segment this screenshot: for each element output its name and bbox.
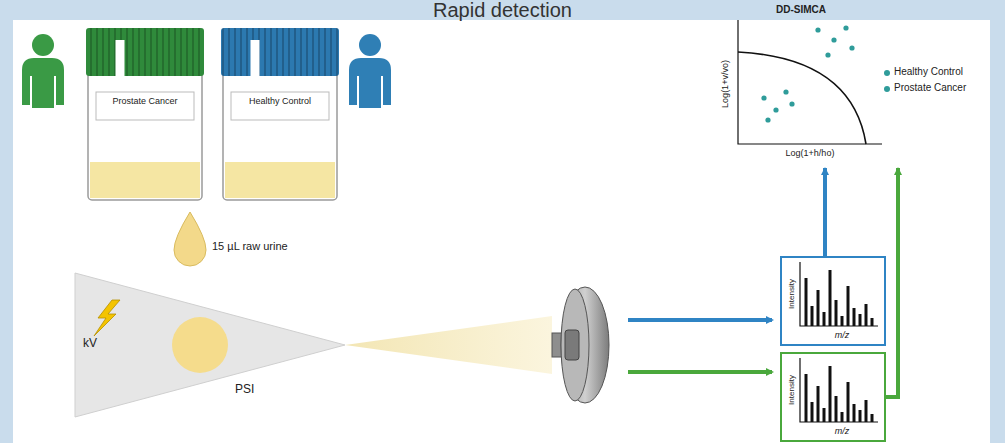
- drawing-part: [859, 314, 862, 326]
- drawing-part: [88, 72, 202, 200]
- drawing-part: [817, 386, 820, 422]
- node-text: kV: [83, 337, 97, 351]
- legend-swatch: [884, 86, 890, 92]
- drawing-part: [96, 92, 194, 120]
- drawing-part: [841, 316, 844, 326]
- drawing-part: [561, 287, 609, 403]
- drawing-part: [90, 162, 200, 198]
- drawing-part: [22, 58, 64, 108]
- drawing-part: [359, 34, 381, 56]
- drawing-part: [805, 278, 808, 326]
- result-arrow: [886, 168, 898, 397]
- drawing-part: [805, 374, 808, 422]
- patient-figure: [22, 34, 64, 108]
- drawing-part: [761, 95, 766, 100]
- node-text: Intensity: [787, 279, 796, 309]
- paper-triangle: [75, 273, 345, 417]
- drawing-part: [825, 52, 830, 57]
- drawing-part: [800, 262, 878, 326]
- drawing-part: [843, 25, 848, 30]
- drawing-part: [32, 34, 54, 56]
- drawing-part: [835, 396, 838, 422]
- spectrum-box: Intensity m/z: [780, 256, 886, 346]
- urine-cup: [221, 28, 339, 200]
- drawing-part: [811, 402, 814, 422]
- drawing-part: [835, 300, 838, 326]
- legend-text: Prostate Cancer: [894, 82, 966, 93]
- drawing-part: [853, 404, 856, 422]
- legend-swatch: [884, 70, 890, 76]
- control-figure: [349, 34, 391, 108]
- drawing-part: [823, 408, 826, 422]
- white-panel: [13, 20, 990, 443]
- annotation-label: 15 µL raw urine: [212, 240, 288, 252]
- drawing-part: [783, 89, 788, 94]
- drawing-part: [865, 400, 868, 422]
- spectrum-box: Intensity m/z: [780, 352, 886, 442]
- drawing-part: [738, 52, 866, 144]
- node-text: Log(1+v/vo): [720, 60, 730, 108]
- drawing-part: [853, 308, 856, 326]
- drawing-part: [231, 92, 329, 120]
- result-arrow: [823, 168, 827, 256]
- flow-arrow: [628, 318, 772, 322]
- node-text: Prostate Cancer: [96, 96, 194, 106]
- node-text: Intensity: [787, 375, 796, 405]
- urine-cup: [86, 28, 204, 200]
- urine-cup: Prostate Cancer: [86, 28, 204, 200]
- drawing-part: [811, 306, 814, 326]
- urine-droplet: [174, 212, 206, 266]
- drawing-part: [865, 304, 868, 326]
- drawing-part: [823, 312, 826, 326]
- drawing-part: [221, 28, 339, 76]
- drawing-part: [847, 286, 850, 326]
- drawing-part: [86, 28, 204, 76]
- drawing-part: [847, 382, 850, 422]
- mass-spectrometer: [552, 287, 609, 403]
- drawing-part: [761, 25, 854, 122]
- drawing-part: [773, 107, 778, 112]
- drawing-part: [871, 414, 874, 422]
- drawing-part: [849, 45, 854, 50]
- drawing-part: [223, 72, 337, 200]
- drawing-part: [859, 410, 862, 422]
- drawing-part: [789, 101, 794, 106]
- urine-cup: Healthy Control: [221, 28, 339, 200]
- urine-spot: [172, 317, 228, 373]
- node-text: m/z: [802, 330, 882, 340]
- drawing-part: [871, 318, 874, 326]
- title: Rapid detection: [0, 0, 1005, 20]
- node-text: PSI: [235, 383, 254, 397]
- paper-spray-triangle: kV PSI: [75, 273, 345, 417]
- node-text: DD-SIMCA: [736, 4, 866, 16]
- lightning-bolt: [94, 300, 120, 336]
- drawing-part: [800, 358, 878, 422]
- drawing-part: [831, 37, 836, 42]
- drawing-part: [561, 289, 589, 401]
- drawing-part: [829, 270, 832, 326]
- spray-plume: [345, 316, 552, 374]
- drawing-part: [815, 27, 820, 32]
- node-text: m/z: [802, 426, 882, 436]
- node-text: Healthy Control: [231, 96, 329, 106]
- scores-chart: DD-SIMCA Log(1+v/vo) Log(1+h/ho): [712, 2, 910, 168]
- drawing-part: [829, 366, 832, 422]
- node-text: Log(1+h/ho): [738, 148, 882, 158]
- drawing-part: [349, 58, 391, 108]
- scores-plot: [738, 20, 882, 144]
- legend-text: Healthy Control: [894, 66, 963, 77]
- drawing-part: [841, 412, 844, 422]
- drawing-part: [225, 162, 335, 198]
- spectrum-plot: [800, 358, 878, 422]
- drawing-part: [738, 20, 882, 144]
- drawing-part: [565, 330, 579, 360]
- drawing-part: [765, 117, 770, 122]
- spectrum-plot: [800, 262, 878, 326]
- flow-arrow: [628, 370, 772, 374]
- drawing-part: [817, 290, 820, 326]
